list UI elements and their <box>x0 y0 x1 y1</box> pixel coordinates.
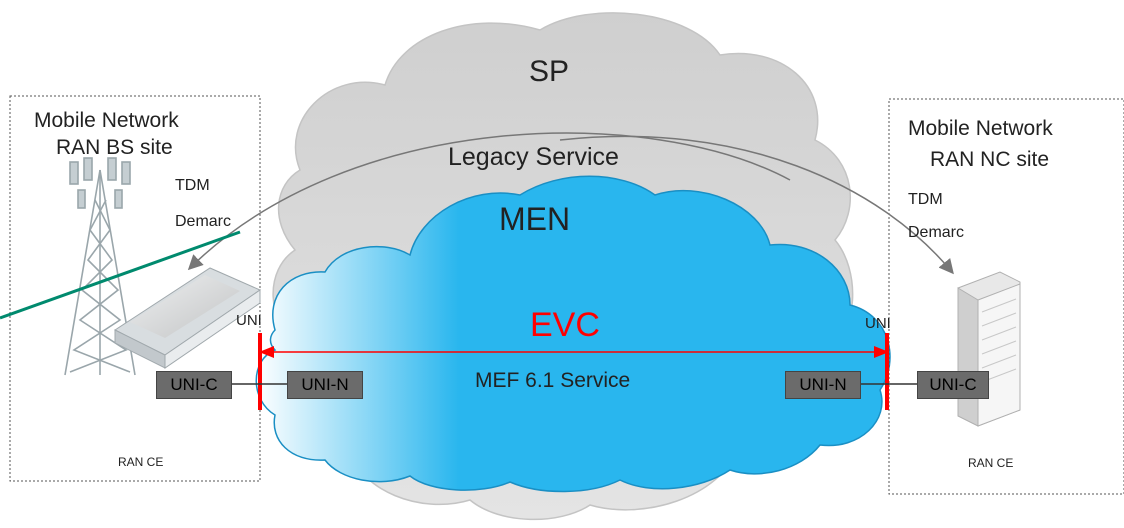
evc-label: EVC <box>530 306 600 344</box>
left-ran-ce-label: RAN CE <box>118 455 164 469</box>
right-demarc-line2: Demarc <box>908 224 965 241</box>
legacy-service-label: Legacy Service <box>448 143 619 171</box>
right-uni-c-box: UNI-C <box>917 371 989 399</box>
left-uni-c-box: UNI-C <box>156 371 232 399</box>
left-uni-label: UNI <box>236 312 262 329</box>
left-demarc-line2: Demarc <box>175 213 232 230</box>
men-cloud <box>255 175 891 493</box>
server-rack-icon <box>957 271 1021 427</box>
right-uni-n-box: UNI-N <box>785 371 861 399</box>
left-site-title-line1: Mobile Network <box>34 109 179 132</box>
right-ran-ce-label: RAN CE <box>968 456 1014 470</box>
left-demarc-line1: TDM <box>175 177 210 194</box>
left-site-box <box>9 95 261 482</box>
right-site-title-line1: Mobile Network <box>908 117 1053 140</box>
left-uni-n-box: UNI-N <box>287 371 363 399</box>
service-label: MEF 6.1 Service <box>475 369 631 392</box>
left-site-title-line2: RAN BS site <box>56 136 173 159</box>
legacy-service-arc-right <box>559 135 954 275</box>
sp-label: SP <box>529 55 570 88</box>
men-label: MEN <box>499 201 571 237</box>
right-uni-label: UNI <box>865 315 891 332</box>
legacy-service-arc-left <box>187 132 791 271</box>
callout-line <box>0 230 241 320</box>
right-site-title-line2: RAN NC site <box>930 148 1050 171</box>
right-site-box <box>888 98 1124 495</box>
right-demarc-line1: TDM <box>908 191 943 208</box>
ran-ce-box-icon <box>113 267 262 369</box>
